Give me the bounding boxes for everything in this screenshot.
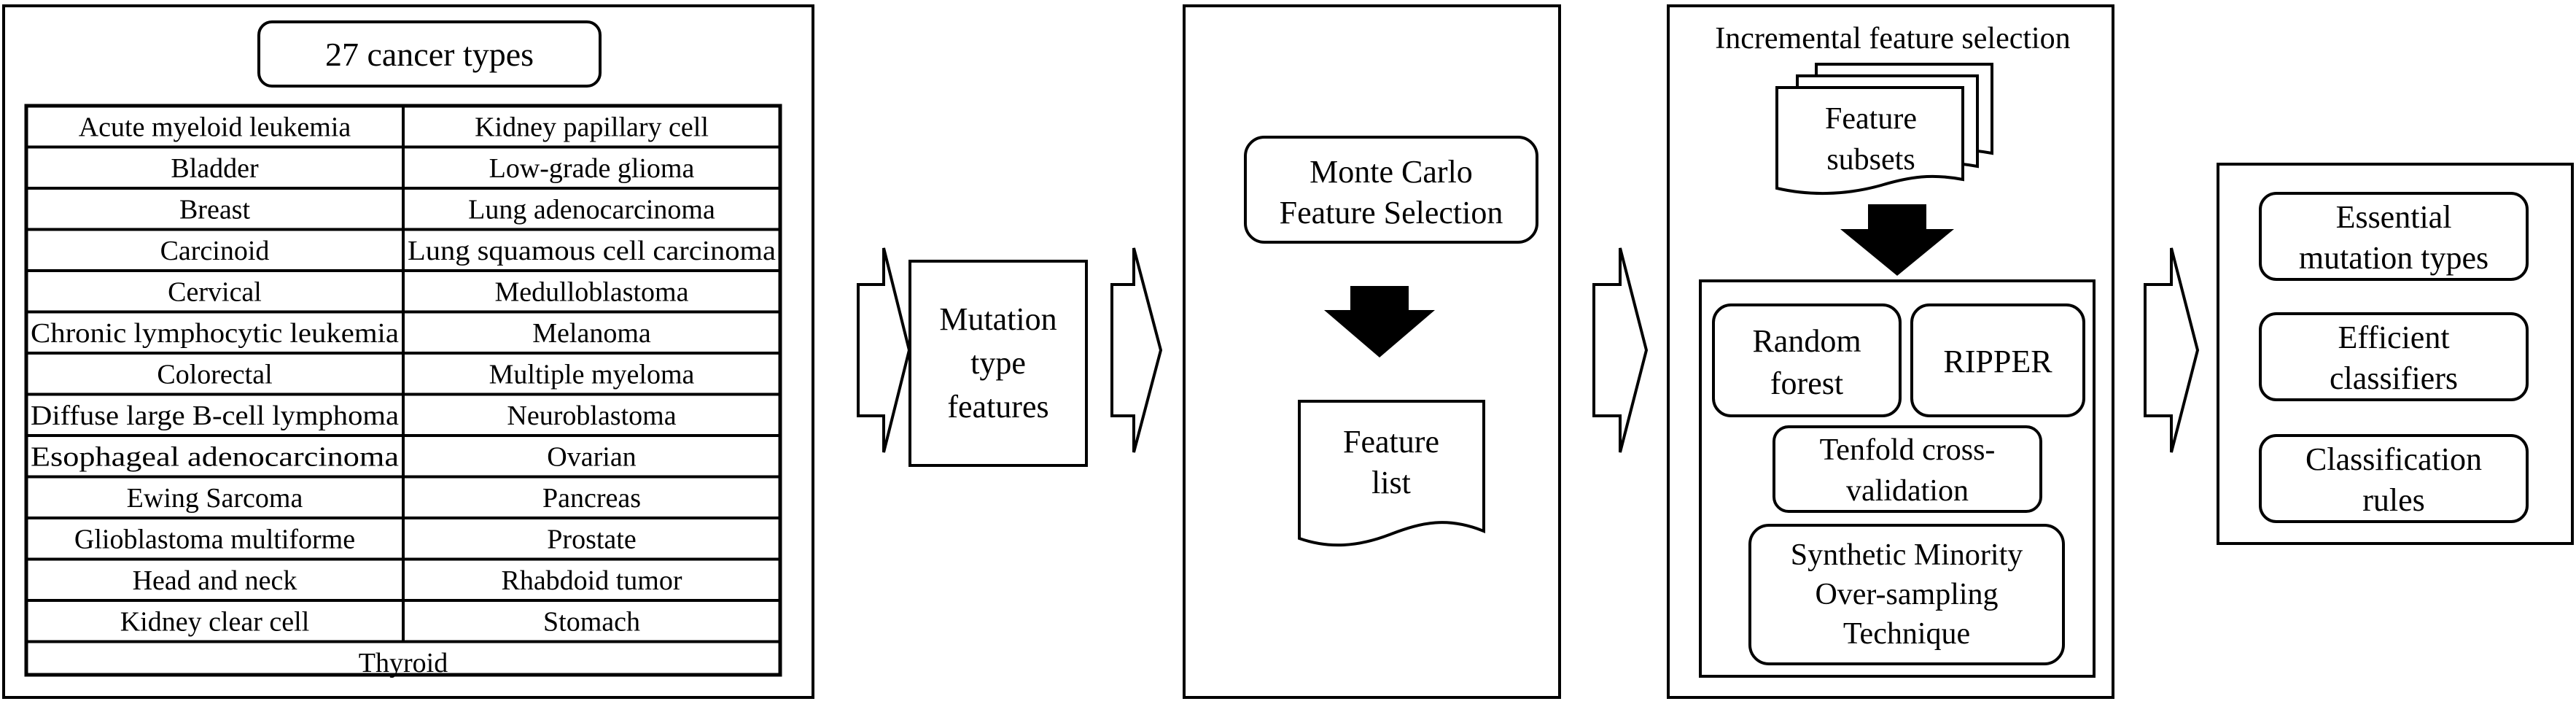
table-cell: Colorectal: [157, 359, 272, 390]
cross-validation-line-2: validation: [1846, 474, 1969, 508]
table-cell: Stomach: [543, 606, 640, 637]
flow-arrow-1: [857, 247, 911, 453]
result-essential-mutation-types: [2259, 192, 2529, 281]
table-cell: Rhabdoid tumor: [501, 565, 682, 596]
mcfs-method-box: [1244, 136, 1538, 244]
feature-subsets-document: [1775, 86, 1964, 196]
table-cell: Kidney clear cell: [120, 606, 310, 637]
result-efficient-classifiers: [2259, 312, 2529, 401]
result-2-line-1: Efficient: [2338, 320, 2449, 355]
table-grid-lines: [26, 106, 780, 643]
result-3-line-2: rules: [2362, 482, 2425, 518]
result-1-line-1: Essential: [2336, 199, 2452, 235]
cross-validation-box: [1773, 425, 2042, 513]
mutation-features-line-3: features: [947, 389, 1048, 425]
table-cell: Breast: [179, 194, 251, 225]
table-cell: Medulloblastoma: [495, 276, 689, 307]
ripper-box: [1910, 303, 2085, 417]
feature-subsets-line-1: Feature: [1825, 102, 1917, 136]
result-1-line-2: mutation types: [2299, 240, 2489, 276]
table-cell: Lung squamous cell carcinoma: [408, 236, 776, 266]
mcfs-method-line-1: Monte Carlo: [1310, 154, 1473, 190]
down-arrow-icon: [1840, 204, 1954, 276]
table-cells: Acute myeloid leukemia Kidney papillary c…: [31, 112, 776, 678]
mcfs-method-line-2: Feature Selection: [1280, 195, 1503, 231]
flow-arrow-3: [1592, 247, 1649, 453]
ripper-label: RIPPER: [1943, 344, 2052, 379]
table-cell: Head and neck: [133, 565, 297, 596]
result-2-line-2: classifiers: [2330, 360, 2458, 396]
random-forest-box: [1712, 303, 1902, 417]
table-cell: Low-grade glioma: [489, 153, 695, 184]
cancer-count-title: 27 cancer types: [325, 36, 534, 73]
cross-validation-line-1: Tenfold cross-: [1820, 433, 1996, 467]
table-cell: Neuroblastoma: [507, 401, 676, 431]
feature-list-line-2: list: [1371, 465, 1411, 500]
table-cell: Pancreas: [542, 483, 641, 514]
random-forest-line-1: Random: [1752, 323, 1861, 359]
cancer-count-box: [257, 20, 602, 88]
mutation-features-box: Mutation type features: [908, 260, 1088, 467]
flow-arrow-4: [2144, 247, 2200, 453]
results-panel: Essential mutation types Efficient class…: [2217, 163, 2574, 545]
smote-line-1: Synthetic Minority: [1791, 538, 2023, 572]
table-cell: Acute myeloid leukemia: [79, 112, 351, 142]
table-cell: Bladder: [171, 153, 259, 184]
ifs-panel: Incremental feature selection Feature su…: [1667, 4, 2114, 699]
ifs-title: Incremental feature selection: [1715, 22, 2070, 55]
result-classification-rules: [2259, 434, 2529, 523]
feature-list-document: [1298, 400, 1485, 547]
table-cell: Melanoma: [532, 318, 651, 349]
table-cell: Ovarian: [547, 441, 636, 472]
smote-line-3: Technique: [1843, 617, 1970, 651]
table-cell: Chronic lymphocytic leukemia: [31, 318, 399, 349]
table-cell: Prostate: [547, 524, 636, 554]
mcfs-panel: Monte Carlo Feature Selection Feature li…: [1183, 4, 1561, 699]
table-cell: Glioblastoma multiforme: [74, 524, 355, 554]
table-cell: Ewing Sarcoma: [127, 483, 303, 514]
mutation-features-line-2: type: [970, 345, 1026, 381]
result-3-line-1: Classification: [2305, 441, 2482, 477]
table-cell: Carcinoid: [160, 236, 270, 266]
table-cell: Thyroid: [359, 648, 448, 678]
mcfs-panel-frame: [1183, 4, 1561, 699]
feature-subsets-line-2: subsets: [1826, 143, 1915, 177]
table-cell: Cervical: [168, 276, 262, 307]
cancer-types-table: Acute myeloid leukemia Kidney papillary c…: [24, 104, 782, 678]
feature-list-line-1: Feature: [1343, 424, 1439, 460]
smote-box: [1748, 524, 2065, 665]
smote-line-2: Over-sampling: [1815, 578, 1998, 611]
down-arrow-icon: [1324, 286, 1435, 357]
flow-arrow-2: [1110, 247, 1163, 453]
table-cell: Multiple myeloma: [489, 359, 695, 390]
mutation-features-frame: [908, 260, 1088, 467]
table-cell: Kidney papillary cell: [475, 112, 709, 142]
table-cell: Diffuse large B-cell lymphoma: [31, 401, 399, 431]
table-cell: Lung adenocarcinoma: [468, 194, 715, 225]
table-cell: Esophageal adenocarcinoma: [31, 441, 399, 472]
mutation-features-line-1: Mutation: [939, 301, 1057, 337]
random-forest-line-2: forest: [1770, 365, 1843, 401]
